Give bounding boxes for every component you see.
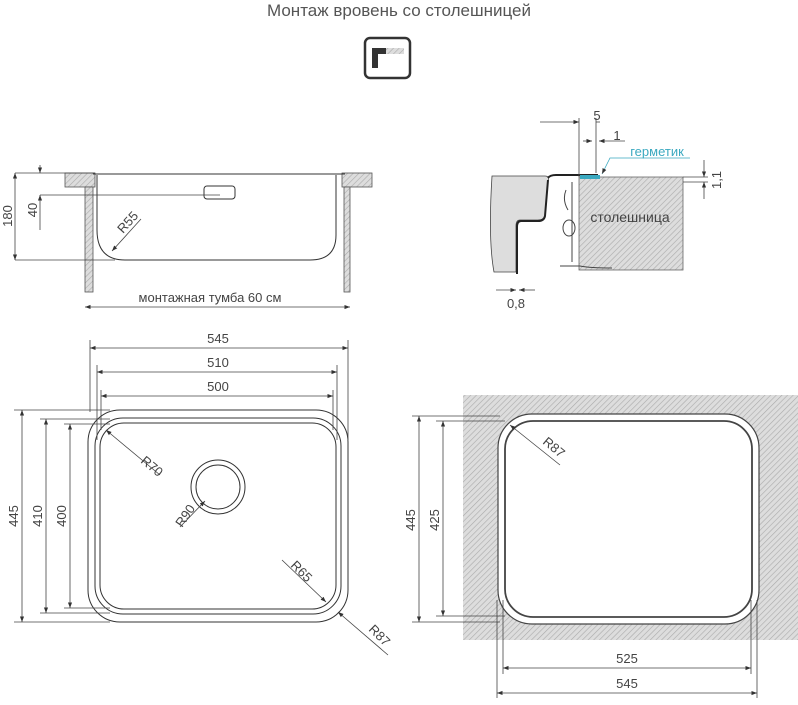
dim-depth-400: 400 [54,505,69,527]
dim-5: 5 [593,108,600,123]
dim-width-510: 510 [207,355,229,370]
dim-1: 1 [613,128,620,143]
dim-depth-410: 410 [30,505,45,527]
drain-inner [195,464,241,510]
cutout-width-525: 525 [616,651,638,666]
dim-180: 180 [0,205,15,227]
side-view: 180 40 R55 монтажная тумба 60 см [0,165,373,310]
cutout-width-545: 545 [616,676,638,691]
sealant-label: герметик [630,144,684,159]
cutout-depth-425: 425 [427,509,442,531]
page-title: Монтаж вровень со столешницей [267,1,531,20]
dim-40: 40 [25,203,40,217]
dim-depth-445: 445 [6,505,21,527]
dim-width-500: 500 [207,379,229,394]
countertop-label: столешница [590,209,669,225]
dim-steel: 0,8 [507,296,525,311]
cutout-view: 445 425 525 545 R87 [403,395,798,698]
top-view: 545 510 500 445 410 400 R70 R90 R65 R87 [6,331,393,656]
cabinet-label: монтажная тумба 60 см [139,290,282,305]
sealant-strip [580,175,600,179]
radius-r55: R55 [114,208,141,236]
drain-outer [190,459,246,515]
dim-thickness: 1,1 [709,171,724,189]
radius-r87-outer: R87 [366,622,393,649]
dim-width-545: 545 [207,331,229,346]
radius-r70: R70 [138,453,166,480]
flush-mount-icon [363,36,412,80]
radius-r65: R65 [288,558,315,585]
radius-r90: R90 [172,502,198,530]
cutout-depth-445: 445 [403,509,418,531]
detail-view: 5 1 герметик 1,1 столешница 0,8 [490,108,724,311]
